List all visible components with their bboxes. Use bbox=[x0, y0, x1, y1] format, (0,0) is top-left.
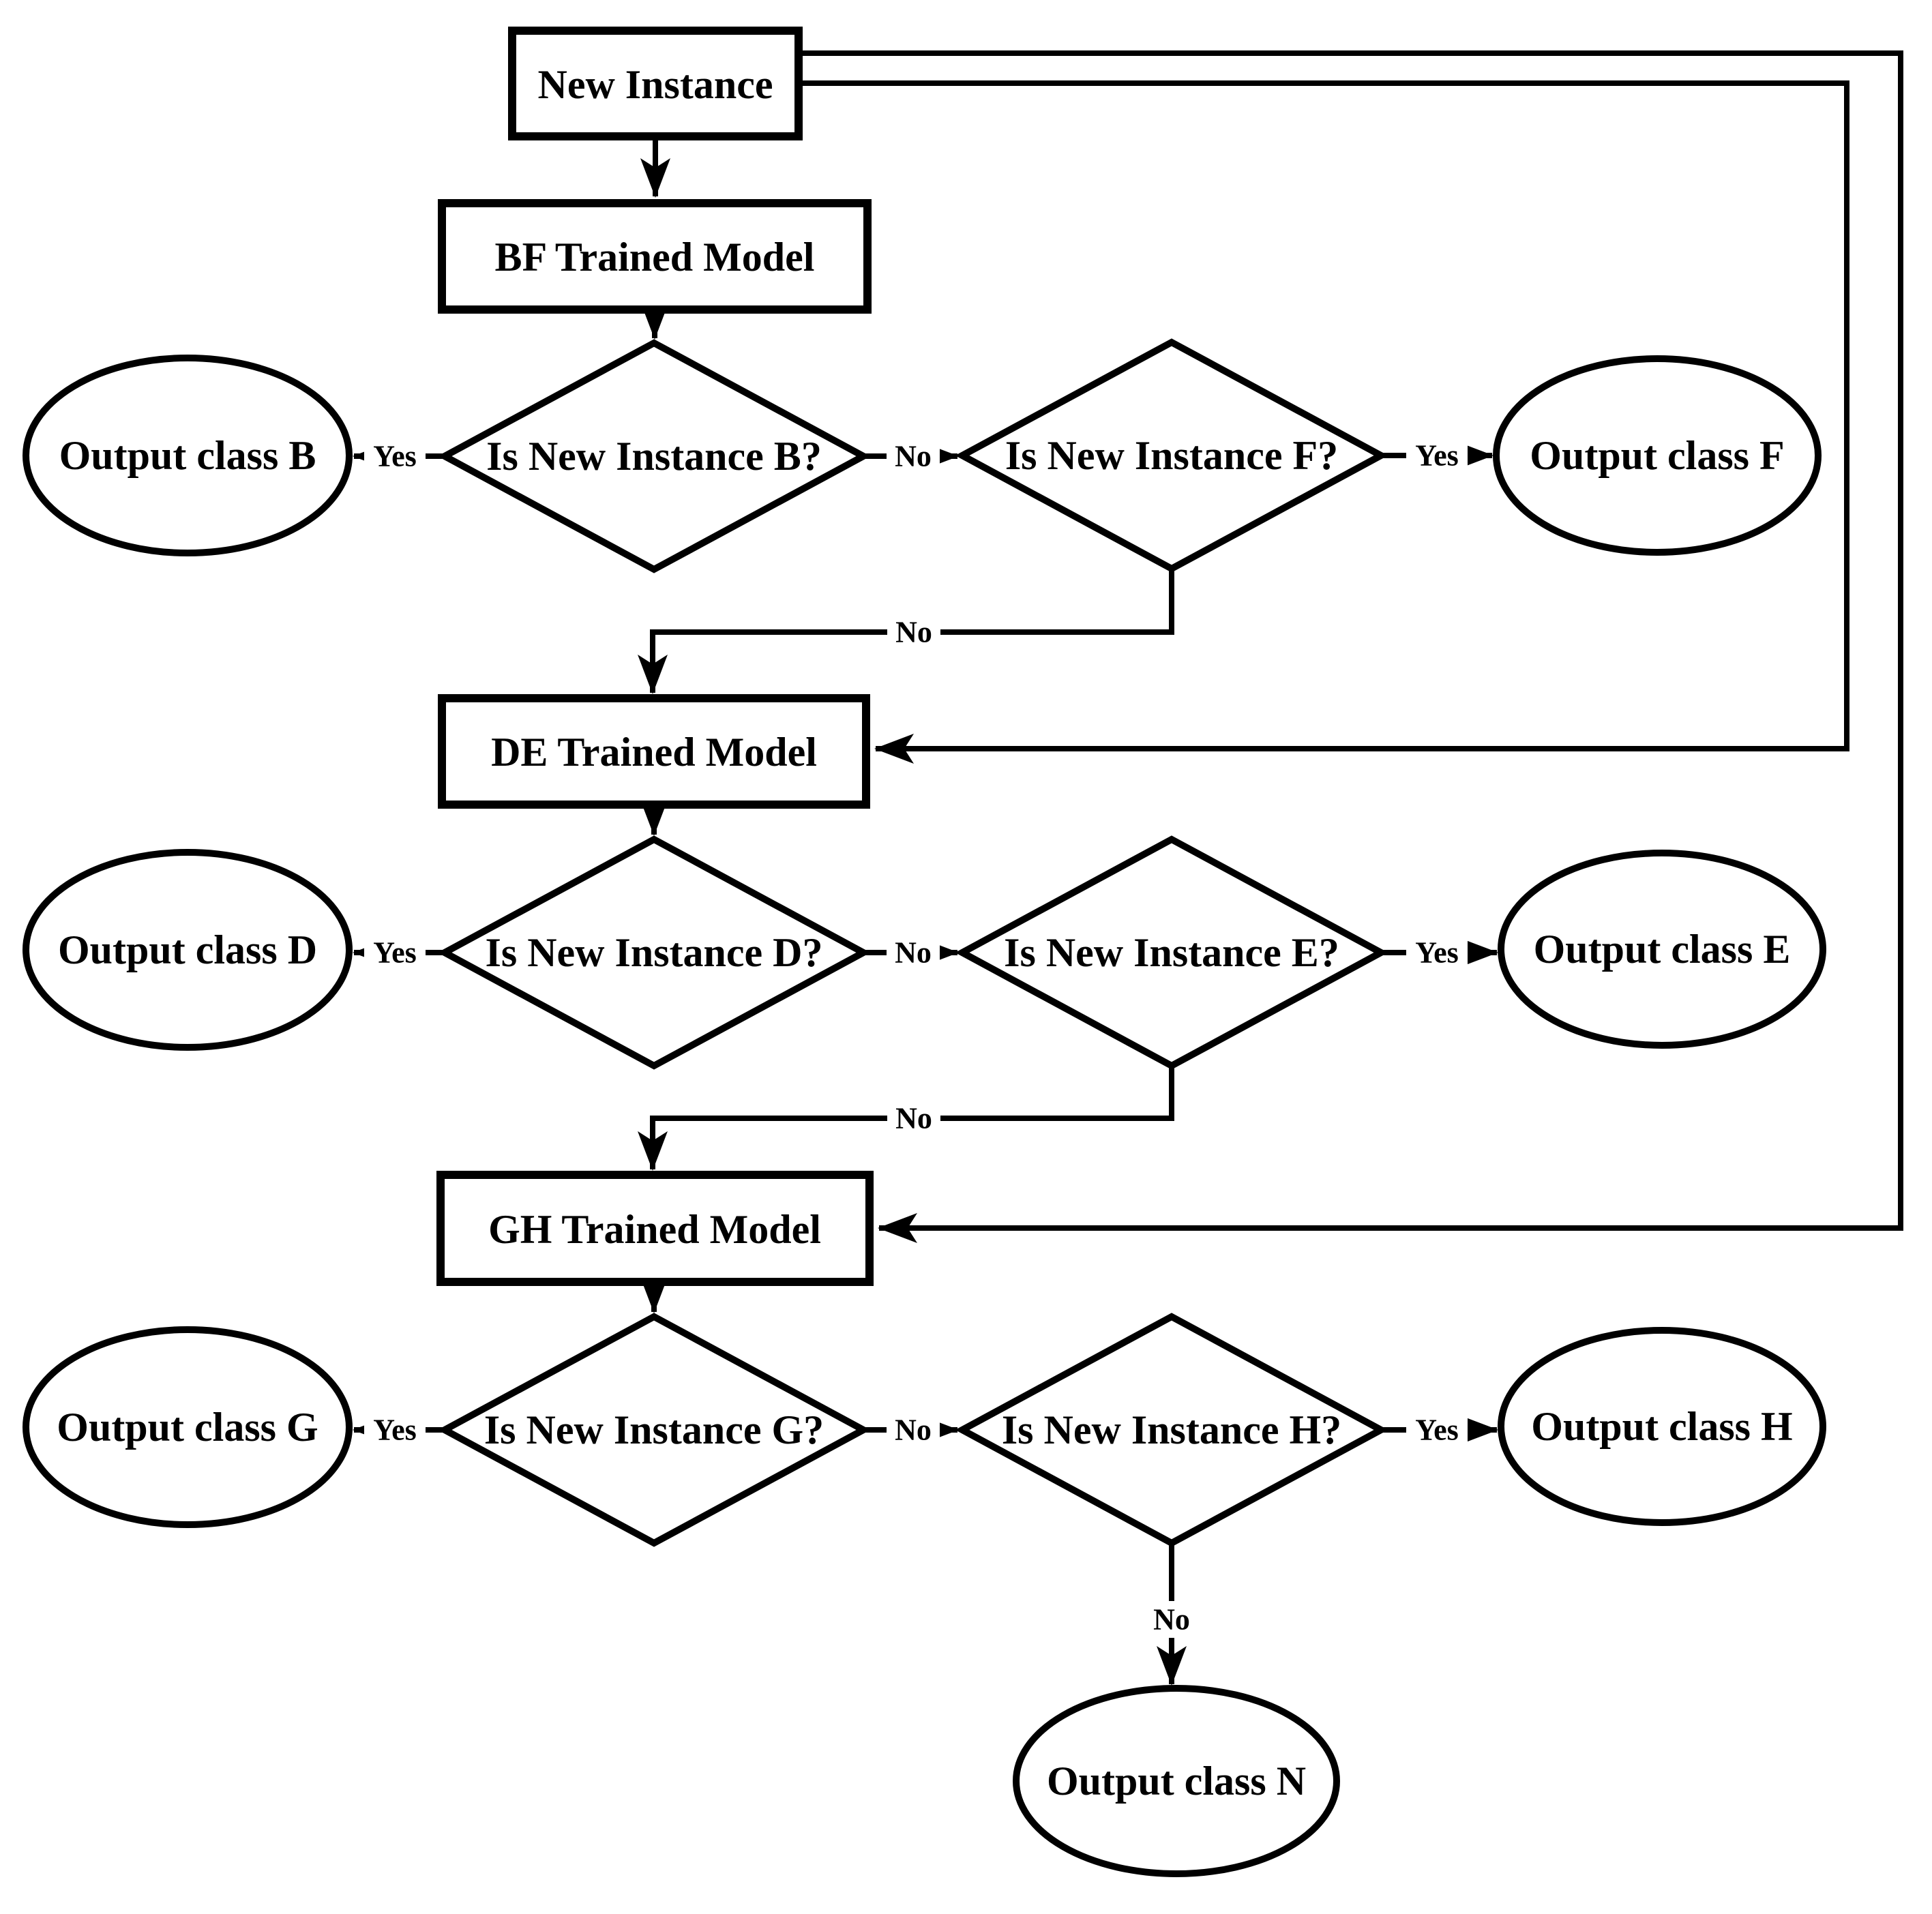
edge-label-isb-no: No bbox=[887, 440, 940, 473]
svg-text:Is New Instance D?: Is New Instance D? bbox=[486, 930, 823, 975]
svg-text:Yes: Yes bbox=[1415, 439, 1459, 473]
is-f-diamond bbox=[955, 338, 1388, 573]
svg-text:New Instance: New Instance bbox=[538, 62, 773, 107]
node-gh-trained-model: GH Trained Model bbox=[436, 1171, 874, 1286]
svg-text:Is New Instance G?: Is New Instance G? bbox=[484, 1407, 824, 1452]
label-halo bbox=[1143, 1601, 1200, 1638]
node-output-class-g: Output class G bbox=[23, 1326, 353, 1528]
out-e-ellipse bbox=[1498, 850, 1826, 1049]
out-h-ellipse bbox=[1498, 1327, 1826, 1526]
svg-text:Yes: Yes bbox=[1415, 936, 1459, 970]
label-halo bbox=[887, 936, 940, 969]
label-halo bbox=[1406, 439, 1468, 472]
svg-text:Is New Instance H?: Is New Instance H? bbox=[1002, 1407, 1341, 1452]
node-output-class-b: Output class B bbox=[23, 355, 353, 556]
out-g-ellipse bbox=[23, 1326, 353, 1528]
node-is-new-instance-d: Is New Instance D? bbox=[437, 835, 871, 1070]
bf-model-box bbox=[438, 199, 872, 314]
de-model-box bbox=[438, 694, 870, 809]
out-d-ellipse bbox=[23, 849, 353, 1051]
node-new-instance: New Instance bbox=[508, 27, 803, 140]
label-halo bbox=[364, 936, 426, 969]
svg-text:Output class H: Output class H bbox=[1531, 1404, 1792, 1449]
svg-text:Output class D: Output class D bbox=[58, 927, 317, 972]
svg-text:No: No bbox=[1153, 1603, 1190, 1636]
edge-newinstance-to-ghmodel bbox=[799, 50, 1903, 1243]
node-is-new-instance-b: Is New Instance B? bbox=[437, 339, 871, 573]
edge-label-ish-no: No bbox=[1143, 1601, 1200, 1638]
label-halo bbox=[887, 1102, 940, 1135]
label-halo bbox=[1406, 1414, 1468, 1446]
svg-text:BF Trained Model: BF Trained Model bbox=[495, 235, 815, 280]
svg-text:DE Trained Model: DE Trained Model bbox=[491, 730, 817, 775]
svg-text:No: No bbox=[895, 1102, 932, 1135]
out-f-ellipse bbox=[1493, 355, 1822, 556]
node-output-class-d: Output class D bbox=[23, 849, 353, 1051]
svg-text:Is New Instance F?: Is New Instance F? bbox=[1005, 433, 1338, 478]
edge-label-ise-no: No bbox=[887, 1102, 940, 1135]
out-b-ellipse bbox=[23, 355, 353, 556]
is-d-diamond bbox=[437, 835, 871, 1070]
node-output-class-e: Output class E bbox=[1498, 850, 1826, 1049]
label-halo bbox=[887, 440, 940, 473]
svg-text:No: No bbox=[895, 440, 932, 473]
svg-text:Yes: Yes bbox=[373, 440, 417, 473]
edge-label-isg-no: No bbox=[887, 1414, 940, 1447]
node-de-trained-model: DE Trained Model bbox=[438, 694, 870, 809]
out-n-ellipse bbox=[1013, 1685, 1340, 1877]
edge-label-isf-yes: Yes bbox=[1406, 439, 1468, 473]
edge-label-isg-yes: Yes bbox=[364, 1414, 426, 1447]
node-is-new-instance-e: Is New Instance E? bbox=[955, 835, 1388, 1070]
node-is-new-instance-h: Is New Instance H? bbox=[955, 1313, 1388, 1547]
edge-label-isf-no: No bbox=[887, 616, 940, 649]
node-is-new-instance-g: Is New Instance G? bbox=[437, 1313, 871, 1547]
svg-text:Output class E: Output class E bbox=[1534, 927, 1791, 972]
svg-text:Yes: Yes bbox=[373, 1414, 417, 1447]
is-g-diamond bbox=[437, 1313, 871, 1547]
svg-text:GH Trained Model: GH Trained Model bbox=[488, 1207, 821, 1252]
label-halo bbox=[887, 1414, 940, 1446]
svg-text:Output class G: Output class G bbox=[57, 1405, 318, 1450]
svg-text:Output class N: Output class N bbox=[1047, 1759, 1306, 1804]
svg-text:No: No bbox=[895, 1414, 932, 1447]
node-output-class-n: Output class N bbox=[1013, 1685, 1340, 1877]
is-h-diamond bbox=[955, 1313, 1388, 1547]
svg-text:No: No bbox=[895, 936, 932, 970]
svg-text:Yes: Yes bbox=[1415, 1414, 1459, 1447]
svg-text:Yes: Yes bbox=[373, 936, 417, 970]
node-output-class-f: Output class F bbox=[1493, 355, 1822, 556]
edge-label-ish-yes: Yes bbox=[1406, 1414, 1468, 1447]
label-halo bbox=[887, 616, 940, 648]
is-b-diamond bbox=[437, 339, 871, 573]
edge-label-isd-no: No bbox=[887, 936, 940, 970]
node-bf-trained-model: BF Trained Model bbox=[438, 199, 872, 314]
new-instance-box bbox=[508, 27, 803, 140]
is-e-diamond bbox=[955, 835, 1388, 1070]
edge-newinstance-to-demodel bbox=[799, 80, 1849, 764]
svg-text:Output class B: Output class B bbox=[59, 433, 316, 478]
gh-model-box bbox=[436, 1171, 874, 1286]
label-halo bbox=[1406, 936, 1468, 969]
node-is-new-instance-f: Is New Instance F? bbox=[955, 338, 1388, 573]
edge-label-isd-yes: Yes bbox=[364, 936, 426, 970]
svg-text:Is New Instance B?: Is New Instance B? bbox=[486, 434, 822, 479]
svg-text:Is New Instance E?: Is New Instance E? bbox=[1004, 930, 1339, 975]
label-halo bbox=[364, 440, 426, 473]
edge-label-isb-yes: Yes bbox=[364, 440, 426, 473]
svg-text:Output class F: Output class F bbox=[1530, 433, 1784, 478]
node-output-class-h: Output class H bbox=[1498, 1327, 1826, 1526]
edge-label-ise-yes: Yes bbox=[1406, 936, 1468, 970]
label-halo bbox=[364, 1414, 426, 1446]
svg-text:No: No bbox=[895, 616, 932, 649]
